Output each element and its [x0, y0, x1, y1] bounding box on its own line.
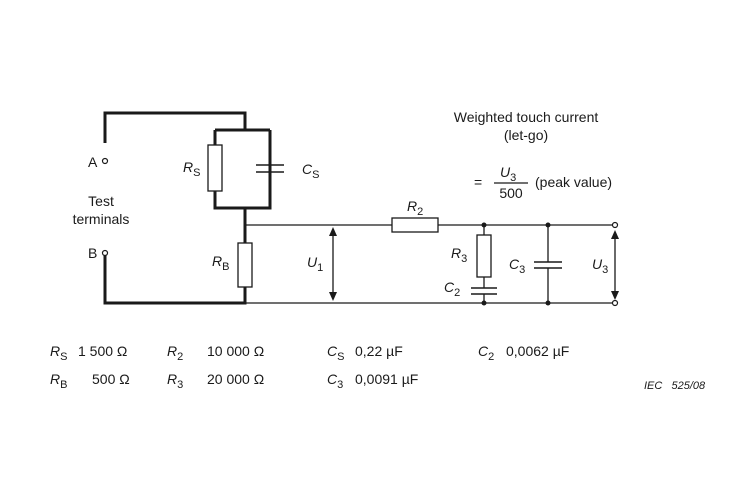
component-values: RS 1 500 Ω RB 500 Ω R2 10 000 Ω R3 20 00… [50, 343, 569, 391]
test-terminals-label-line1: Test [88, 193, 114, 209]
formula-denominator: 500 [499, 185, 523, 201]
r3-label: R3 [451, 245, 467, 265]
capacitor-c3 [534, 261, 562, 269]
value-cs-symbol: CS [327, 343, 344, 363]
cs-label: CS [302, 161, 319, 181]
value-rb: 500 Ω [92, 371, 130, 387]
value-c3-symbol: C3 [327, 371, 343, 391]
value-rb-symbol: RB [50, 371, 67, 391]
formula-note: (peak value) [535, 174, 612, 190]
u3-label: U3 [592, 256, 608, 276]
value-r2: 10 000 Ω [207, 343, 264, 359]
resistor-rs [207, 144, 223, 192]
test-terminals-label-line2: terminals [73, 211, 130, 227]
c2-label: C2 [444, 279, 460, 299]
terminal-b-label: B [88, 245, 97, 261]
value-c3: 0,0091 µF [355, 371, 418, 387]
value-c2: 0,0062 µF [506, 343, 569, 359]
voltage-arrow-u3 [611, 230, 619, 300]
resistor-r2 [391, 217, 439, 233]
value-rs: 1 500 Ω [78, 343, 127, 359]
value-rs-symbol: RS [50, 343, 67, 363]
value-c2-symbol: C2 [478, 343, 494, 363]
u1-label: U1 [307, 254, 323, 274]
measuring-network-wires [245, 224, 613, 304]
resistor-r3 [476, 234, 492, 278]
capacitor-c2 [471, 287, 497, 295]
formula-title-line1: Weighted touch current [454, 109, 599, 125]
terminal-b [101, 249, 109, 257]
formula-numerator: U3 [500, 164, 516, 184]
value-cs: 0,22 µF [355, 343, 403, 359]
rb-label: RB [212, 253, 229, 273]
value-r3: 20 000 Ω [207, 371, 264, 387]
output-terminal-bottom [611, 299, 619, 307]
value-r3-symbol: R3 [167, 371, 183, 391]
value-r2-symbol: R2 [167, 343, 183, 363]
junction-dots [481, 222, 551, 306]
terminal-a [101, 157, 109, 165]
output-terminal-top [611, 221, 619, 229]
iec-reference: IEC 525/08 [644, 380, 706, 392]
voltage-arrow-u1 [329, 227, 337, 301]
capacitor-cs [256, 164, 284, 173]
c3-label: C3 [509, 256, 525, 276]
rs-label: RS [183, 159, 200, 179]
formula-equals: = [474, 174, 482, 190]
formula-title-line2: (let-go) [504, 127, 548, 143]
r2-label: R2 [407, 198, 423, 218]
terminal-a-label: A [88, 154, 98, 170]
resistor-rb [237, 242, 253, 288]
